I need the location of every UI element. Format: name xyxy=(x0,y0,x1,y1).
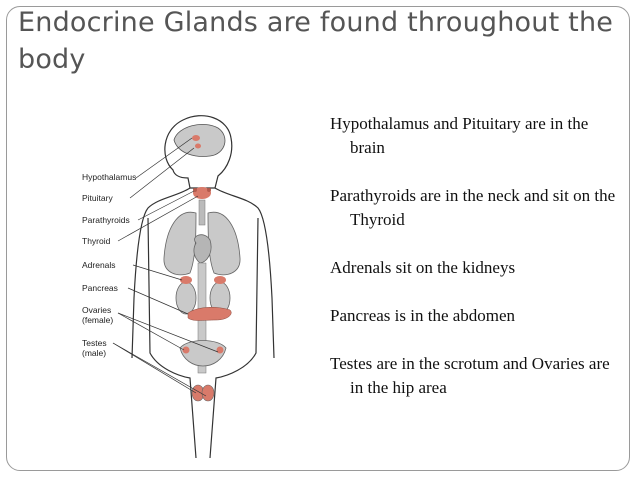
label-ovaries-sub: (female) xyxy=(82,315,113,325)
label-pancreas: Pancreas xyxy=(82,283,118,293)
body-illustration: Hypothalamus Pituitary Parathyroids Thyr… xyxy=(82,115,275,459)
bullet-item: Pancreas is in the abdomen xyxy=(330,306,516,325)
ovary-gland xyxy=(216,346,224,354)
testes-gland xyxy=(201,384,215,402)
bullet-item: Adrenals sit on the kidneys xyxy=(330,258,516,277)
label-ovaries: Ovaries xyxy=(82,305,111,315)
torso-outline xyxy=(131,187,275,459)
bullet-item: Hypothalamus and Pituitary are in the br… xyxy=(330,114,589,157)
head-outline xyxy=(164,115,233,189)
trachea xyxy=(198,199,206,226)
label-testes-sub: (male) xyxy=(82,348,106,358)
endocrine-diagram: Hypothalamus Pituitary Parathyroids Thyr… xyxy=(78,108,328,463)
bullet-item: Parathyroids are in the neck and sit on … xyxy=(330,186,616,229)
label-hypothalamus: Hypothalamus xyxy=(82,172,136,182)
ovary-gland xyxy=(182,346,190,354)
hypothalamus-gland xyxy=(192,135,200,141)
slide-frame xyxy=(6,6,630,471)
label-pituitary: Pituitary xyxy=(82,193,113,203)
label-thyroid: Thyroid xyxy=(82,236,111,246)
pituitary-gland xyxy=(195,143,201,149)
brain-shape xyxy=(173,124,226,157)
adrenal-gland xyxy=(214,276,226,284)
bullet-item: Testes are in the scrotum and Ovaries ar… xyxy=(330,354,610,397)
heart xyxy=(193,234,212,264)
label-parathyroids: Parathyroids xyxy=(82,215,130,225)
adrenal-gland xyxy=(180,276,192,284)
leader-lines xyxy=(112,137,219,397)
left-kidney xyxy=(175,281,197,315)
parathyroid-gland xyxy=(207,188,211,192)
bullet-list: Hypothalamus and Pituitary are in the br… xyxy=(330,112,620,424)
slide-title: Endocrine Glands are found throughout th… xyxy=(18,7,614,75)
right-lung xyxy=(207,211,241,276)
label-adrenals: Adrenals xyxy=(82,260,116,270)
pancreas-gland xyxy=(187,307,232,321)
label-testes: Testes xyxy=(82,338,107,348)
left-lung xyxy=(163,211,197,276)
pelvis xyxy=(179,340,227,367)
